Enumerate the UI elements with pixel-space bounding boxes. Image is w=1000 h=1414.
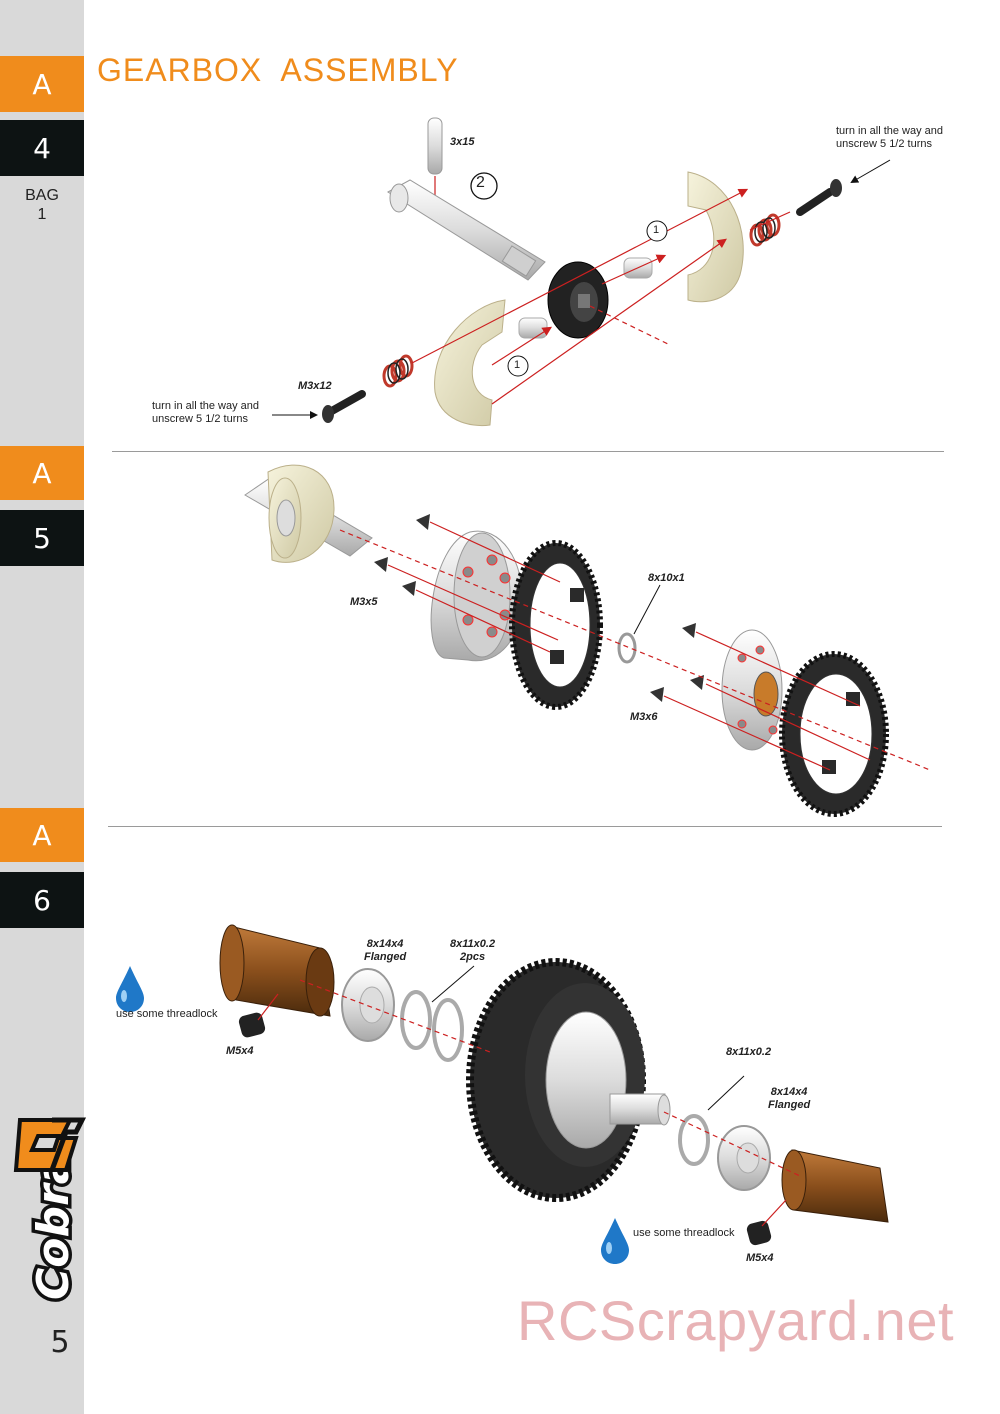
diff-spur-gear	[466, 958, 671, 1202]
dowel-pin-label: 3x15	[450, 136, 475, 148]
note-line: unscrew 5 1/2 turns	[836, 138, 932, 150]
bearing-right	[717, 1125, 771, 1191]
step-number-tab-6: 6	[0, 872, 84, 928]
assembly-guide-lines	[339, 521, 931, 771]
section-tab-a5: A	[0, 446, 84, 500]
spring-bottom	[382, 354, 414, 388]
clutch-shoe-right	[687, 171, 744, 303]
page-number: 5	[50, 1325, 70, 1360]
step-number-tab-4: 4	[0, 120, 84, 176]
shim-left	[400, 990, 432, 1050]
bearing-bore	[736, 1142, 760, 1174]
bag-label: BAG	[25, 187, 59, 204]
spring-top	[749, 213, 781, 247]
screw-m3x6-label: M3x6	[630, 711, 658, 723]
bearing-left	[341, 968, 395, 1042]
adjustment-note-top: turn in all the way and unscrew 5 1/2 tu…	[836, 125, 943, 151]
bushing	[518, 317, 548, 339]
assembly-guide-lines	[257, 979, 801, 1227]
spur-gear-left	[509, 540, 603, 710]
sidebar	[0, 0, 84, 1414]
dowel-pin-3x15	[427, 117, 443, 175]
label-line: Flanged	[768, 1099, 811, 1111]
step-marker: 2	[476, 174, 485, 191]
screw-m3x12-top	[796, 179, 842, 216]
screws-m3x5	[374, 514, 430, 596]
sub-step-marker: 1	[653, 224, 660, 236]
shim-left-label: 8x11x0.2 2pcs	[450, 938, 495, 964]
section-divider	[108, 826, 942, 827]
grub-screw-left	[238, 1012, 266, 1038]
pointer-arrow	[850, 159, 891, 184]
screw-label: M3x12	[298, 380, 332, 392]
step-number: 6	[33, 883, 51, 917]
label-line: 8x14x4	[366, 938, 404, 950]
bushing	[623, 257, 653, 279]
threadlock-drop-right	[601, 1218, 629, 1264]
clutch-shoe-left	[434, 299, 506, 427]
step-number-tab-5: 5	[0, 510, 84, 566]
threadlock-note-left: use some threadlock	[116, 1008, 218, 1020]
section-letter: A	[32, 456, 52, 490]
note-line: turn in all the way and	[836, 125, 944, 137]
section-letter: A	[32, 818, 52, 852]
step-number: 5	[33, 521, 51, 555]
adjustment-note-bottom: turn in all the way and unscrew 5 1/2 tu…	[152, 400, 259, 426]
label-line: 2pcs	[460, 951, 486, 963]
spur-gear-right	[779, 651, 889, 817]
clutch-assembly	[244, 464, 373, 563]
bag-number: 1	[37, 206, 47, 223]
screw-m3x12-bottom	[322, 390, 366, 423]
section-tab-a4: A	[0, 56, 84, 112]
note-line: turn in all the way and	[152, 400, 260, 412]
sub-step-marker: 1	[514, 359, 521, 371]
pointer-lines	[431, 965, 745, 1111]
section-tab-a6: A	[0, 808, 84, 862]
shim-right-label: 8x11x0.2	[726, 1046, 772, 1058]
slipper-hub	[430, 530, 523, 662]
washer-8x10x1	[617, 632, 637, 664]
assembly-guide-lines	[411, 188, 791, 405]
grub-screw-left-label: M5x4	[226, 1045, 254, 1057]
label-line: Flanged	[364, 951, 407, 963]
slipper-plate	[721, 629, 783, 751]
step-number: 4	[33, 131, 51, 165]
bearing-bore	[359, 986, 385, 1024]
grub-screw-right	[746, 1220, 772, 1246]
screws-m3x6	[650, 623, 704, 702]
watermark: RCScrapyard.net	[517, 1289, 955, 1352]
pointer-line	[633, 584, 661, 635]
bearing-left-label: 8x14x4 Flanged	[364, 938, 406, 964]
shim-left	[432, 998, 464, 1062]
gear-shaft	[387, 179, 546, 281]
clutch-carrier	[547, 261, 609, 339]
outdrive-left	[219, 924, 335, 1017]
grub-screw-right-label: M5x4	[746, 1252, 774, 1264]
washer-label: 8x10x1	[648, 572, 685, 584]
shim-right	[678, 1114, 710, 1166]
bearing-right-label: 8x14x4 Flanged	[768, 1086, 810, 1112]
section-divider	[112, 451, 944, 452]
outdrive-right	[781, 1149, 889, 1223]
note-line: unscrew 5 1/2 turns	[152, 413, 248, 425]
page-title: GEARBOX ASSEMBLY	[97, 52, 459, 88]
screw-m3x5-label: M3x5	[350, 596, 378, 608]
threadlock-note-right: use some threadlock	[633, 1227, 735, 1239]
label-line: 8x14x4	[770, 1086, 808, 1098]
label-line: 8x11x0.2	[450, 938, 496, 950]
bag-indicator: BAG 1	[0, 186, 84, 224]
threadlock-drop-left	[116, 966, 144, 1012]
section-letter: A	[32, 67, 52, 101]
